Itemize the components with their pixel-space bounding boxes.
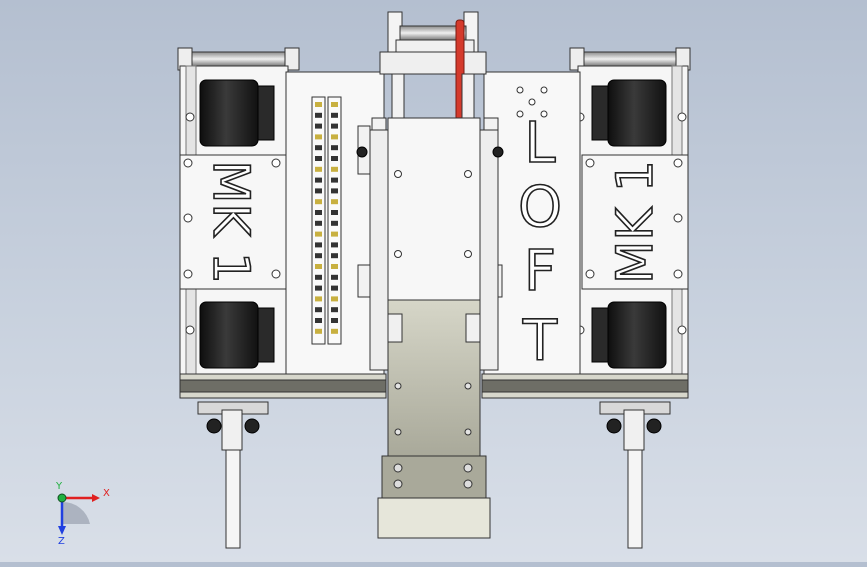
right-bottom-wheel [591, 301, 667, 369]
left-bottom-wheel [199, 301, 275, 369]
connector-pin [315, 123, 322, 129]
connector-pin [331, 188, 338, 194]
connector-pin [315, 231, 322, 237]
mk1-label-right: MK 1 [606, 160, 664, 284]
loft-letter-2: O [518, 175, 562, 240]
connector-pin [315, 328, 322, 334]
connector-pin [315, 112, 322, 118]
connector-pin [315, 166, 322, 172]
right-side-plate: MK 1 [581, 154, 689, 290]
connector-pin [315, 296, 322, 302]
y-axis-dot [57, 493, 67, 503]
left-top-wheel [199, 79, 275, 147]
connector-pin [331, 199, 338, 205]
connector-pin [315, 242, 322, 248]
connector-pin [315, 274, 322, 280]
connector-pin [331, 134, 338, 140]
right-inner-panel: L O F T [483, 71, 581, 375]
bottom-base-left [179, 373, 387, 399]
connector-pin [331, 177, 338, 183]
left-inner-panel [285, 71, 385, 375]
connector-pin [315, 102, 322, 107]
left-top-roller [177, 47, 300, 71]
connector-pin [331, 285, 338, 291]
connector-pin [331, 242, 338, 248]
connector-pin [331, 253, 338, 259]
coordinate-triad: X Y Z [40, 480, 120, 550]
connector-pin [331, 145, 338, 151]
connector-pin [315, 134, 322, 140]
connector-pin [331, 296, 338, 302]
connector-pin [315, 210, 322, 215]
z-axis-label: Z [58, 536, 65, 547]
left-side-plate: MK 1 [179, 154, 287, 290]
connector-pin [331, 210, 338, 215]
bottom-base-right [481, 373, 689, 399]
connector-pin [331, 318, 338, 323]
connector-pin [315, 145, 322, 151]
connector-pin [331, 274, 338, 280]
connector-pin [315, 285, 322, 291]
connector-pins [315, 102, 338, 334]
loft-letter-4: T [522, 309, 558, 374]
connector-pin [315, 220, 322, 226]
connector-pin [315, 253, 322, 259]
top-bracket [379, 11, 487, 135]
right-top-wheel [591, 79, 667, 147]
connector-pin [331, 220, 338, 226]
center-column [356, 117, 504, 457]
connector-pin [331, 102, 338, 107]
motor-block [377, 455, 491, 539]
connector-pin [331, 328, 338, 334]
loft-letter-3: F [524, 239, 556, 304]
connector-pin [331, 156, 338, 161]
connector-pin [331, 231, 338, 237]
loft-letter-1: L [524, 111, 555, 176]
left-leg [197, 401, 269, 549]
connector-pin [331, 112, 338, 118]
right-leg [599, 401, 671, 549]
connector-pin [315, 318, 322, 323]
connector-pin [331, 307, 338, 313]
connector-pin [315, 307, 322, 313]
mk1-label-left: MK 1 [202, 160, 260, 284]
connector-pin [331, 264, 338, 269]
connector-pin [315, 188, 322, 194]
connector-pin [331, 166, 338, 172]
connector-pin [315, 156, 322, 161]
connector-pin [315, 177, 322, 183]
connector-pin [331, 123, 338, 129]
y-axis-label: Y [55, 481, 63, 492]
connector-pin [315, 264, 322, 269]
connector-pin [315, 199, 322, 205]
right-top-roller [569, 47, 691, 71]
x-axis-label: X [103, 488, 110, 499]
